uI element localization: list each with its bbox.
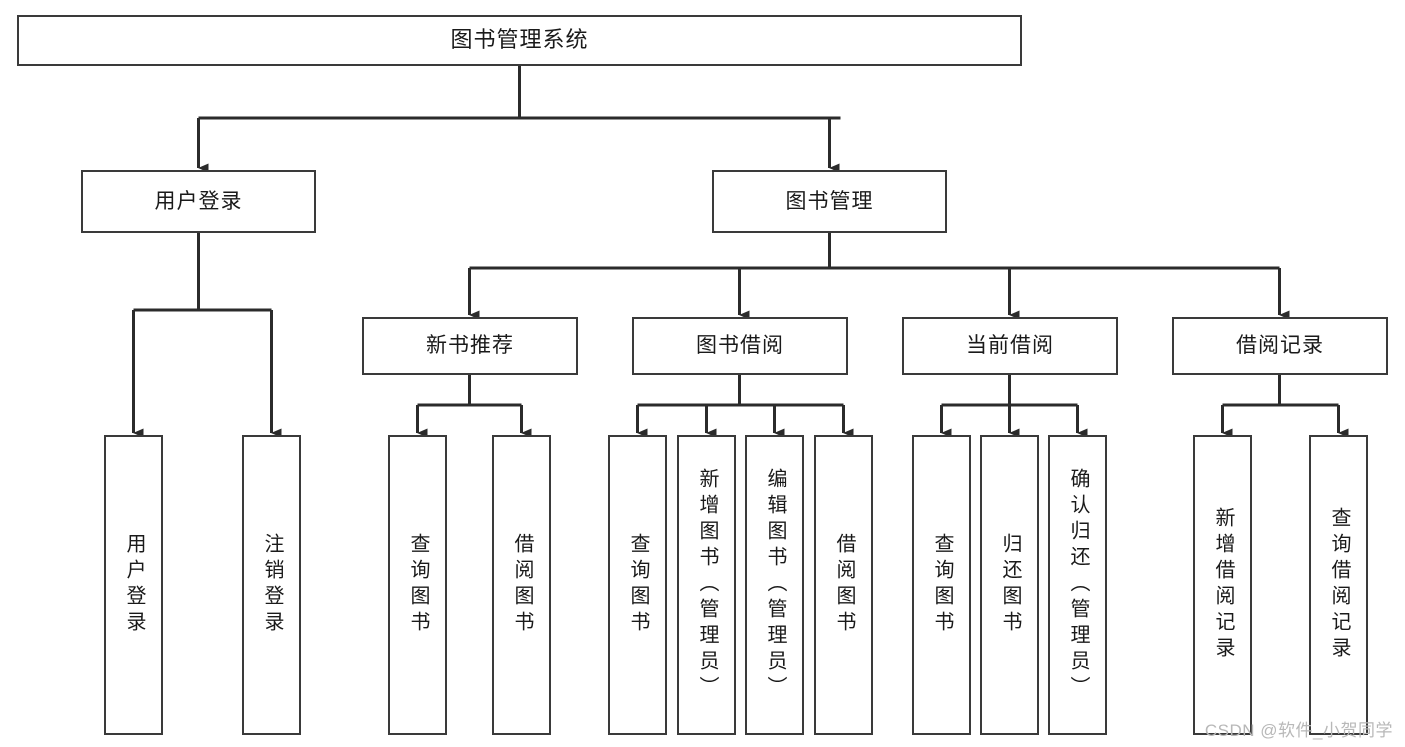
leaf-user-login-login[interactable]: 用户登录 — [104, 435, 163, 735]
leaf-book-borrow-query-book[interactable]: 查询图书 — [608, 435, 667, 735]
node-label: 图书借阅 — [696, 334, 784, 358]
node-label: 编辑图书（管理员） — [764, 468, 786, 702]
leaf-book-borrow-edit-book[interactable]: 编辑图书（管理员） — [745, 435, 804, 735]
node-label: 查询图书 — [627, 533, 649, 637]
leaf-new-book-borrow-book[interactable]: 借阅图书 — [492, 435, 551, 735]
leaf-borrow-record-query-record[interactable]: 查询借阅记录 — [1309, 435, 1368, 735]
node-label: 查询图书 — [931, 533, 953, 637]
leaf-current-borrow-confirm-return[interactable]: 确认归还（管理员） — [1048, 435, 1107, 735]
node-label: 用户登录 — [154, 189, 243, 213]
leaf-user-login-logout[interactable]: 注销登录 — [242, 435, 301, 735]
node-user-login[interactable]: 用户登录 — [81, 170, 316, 233]
leaf-borrow-record-add-record[interactable]: 新增借阅记录 — [1193, 435, 1252, 735]
node-label: 当前借阅 — [966, 334, 1054, 358]
leaf-book-borrow-lend-book[interactable]: 借阅图书 — [814, 435, 873, 735]
node-label: 新增借阅记录 — [1212, 507, 1234, 663]
node-label: 归还图书 — [999, 533, 1021, 637]
node-label: 确认归还（管理员） — [1067, 468, 1089, 702]
node-label: 新书推荐 — [426, 334, 514, 358]
node-label: 查询图书 — [407, 533, 429, 637]
node-label: 借阅记录 — [1236, 334, 1324, 358]
node-label: 图书管理系统 — [450, 27, 589, 53]
node-borrow-record[interactable]: 借阅记录 — [1172, 317, 1388, 375]
node-book-borrow[interactable]: 图书借阅 — [632, 317, 848, 375]
leaf-new-book-query-book[interactable]: 查询图书 — [388, 435, 447, 735]
leaf-current-borrow-query-book[interactable]: 查询图书 — [912, 435, 971, 735]
node-label: 用户登录 — [123, 533, 145, 637]
node-label: 查询借阅记录 — [1328, 507, 1350, 663]
node-label: 新增图书（管理员） — [696, 468, 718, 702]
node-label: 图书管理 — [785, 189, 874, 213]
node-label: 借阅图书 — [511, 533, 533, 637]
leaf-current-borrow-return-book[interactable]: 归还图书 — [980, 435, 1039, 735]
node-book-management[interactable]: 图书管理 — [712, 170, 947, 233]
node-new-book-recommend[interactable]: 新书推荐 — [362, 317, 578, 375]
node-label: 注销登录 — [261, 533, 283, 637]
node-root-system[interactable]: 图书管理系统 — [17, 15, 1022, 66]
node-current-borrow[interactable]: 当前借阅 — [902, 317, 1118, 375]
node-label: 借阅图书 — [833, 533, 855, 637]
leaf-book-borrow-add-book[interactable]: 新增图书（管理员） — [677, 435, 736, 735]
